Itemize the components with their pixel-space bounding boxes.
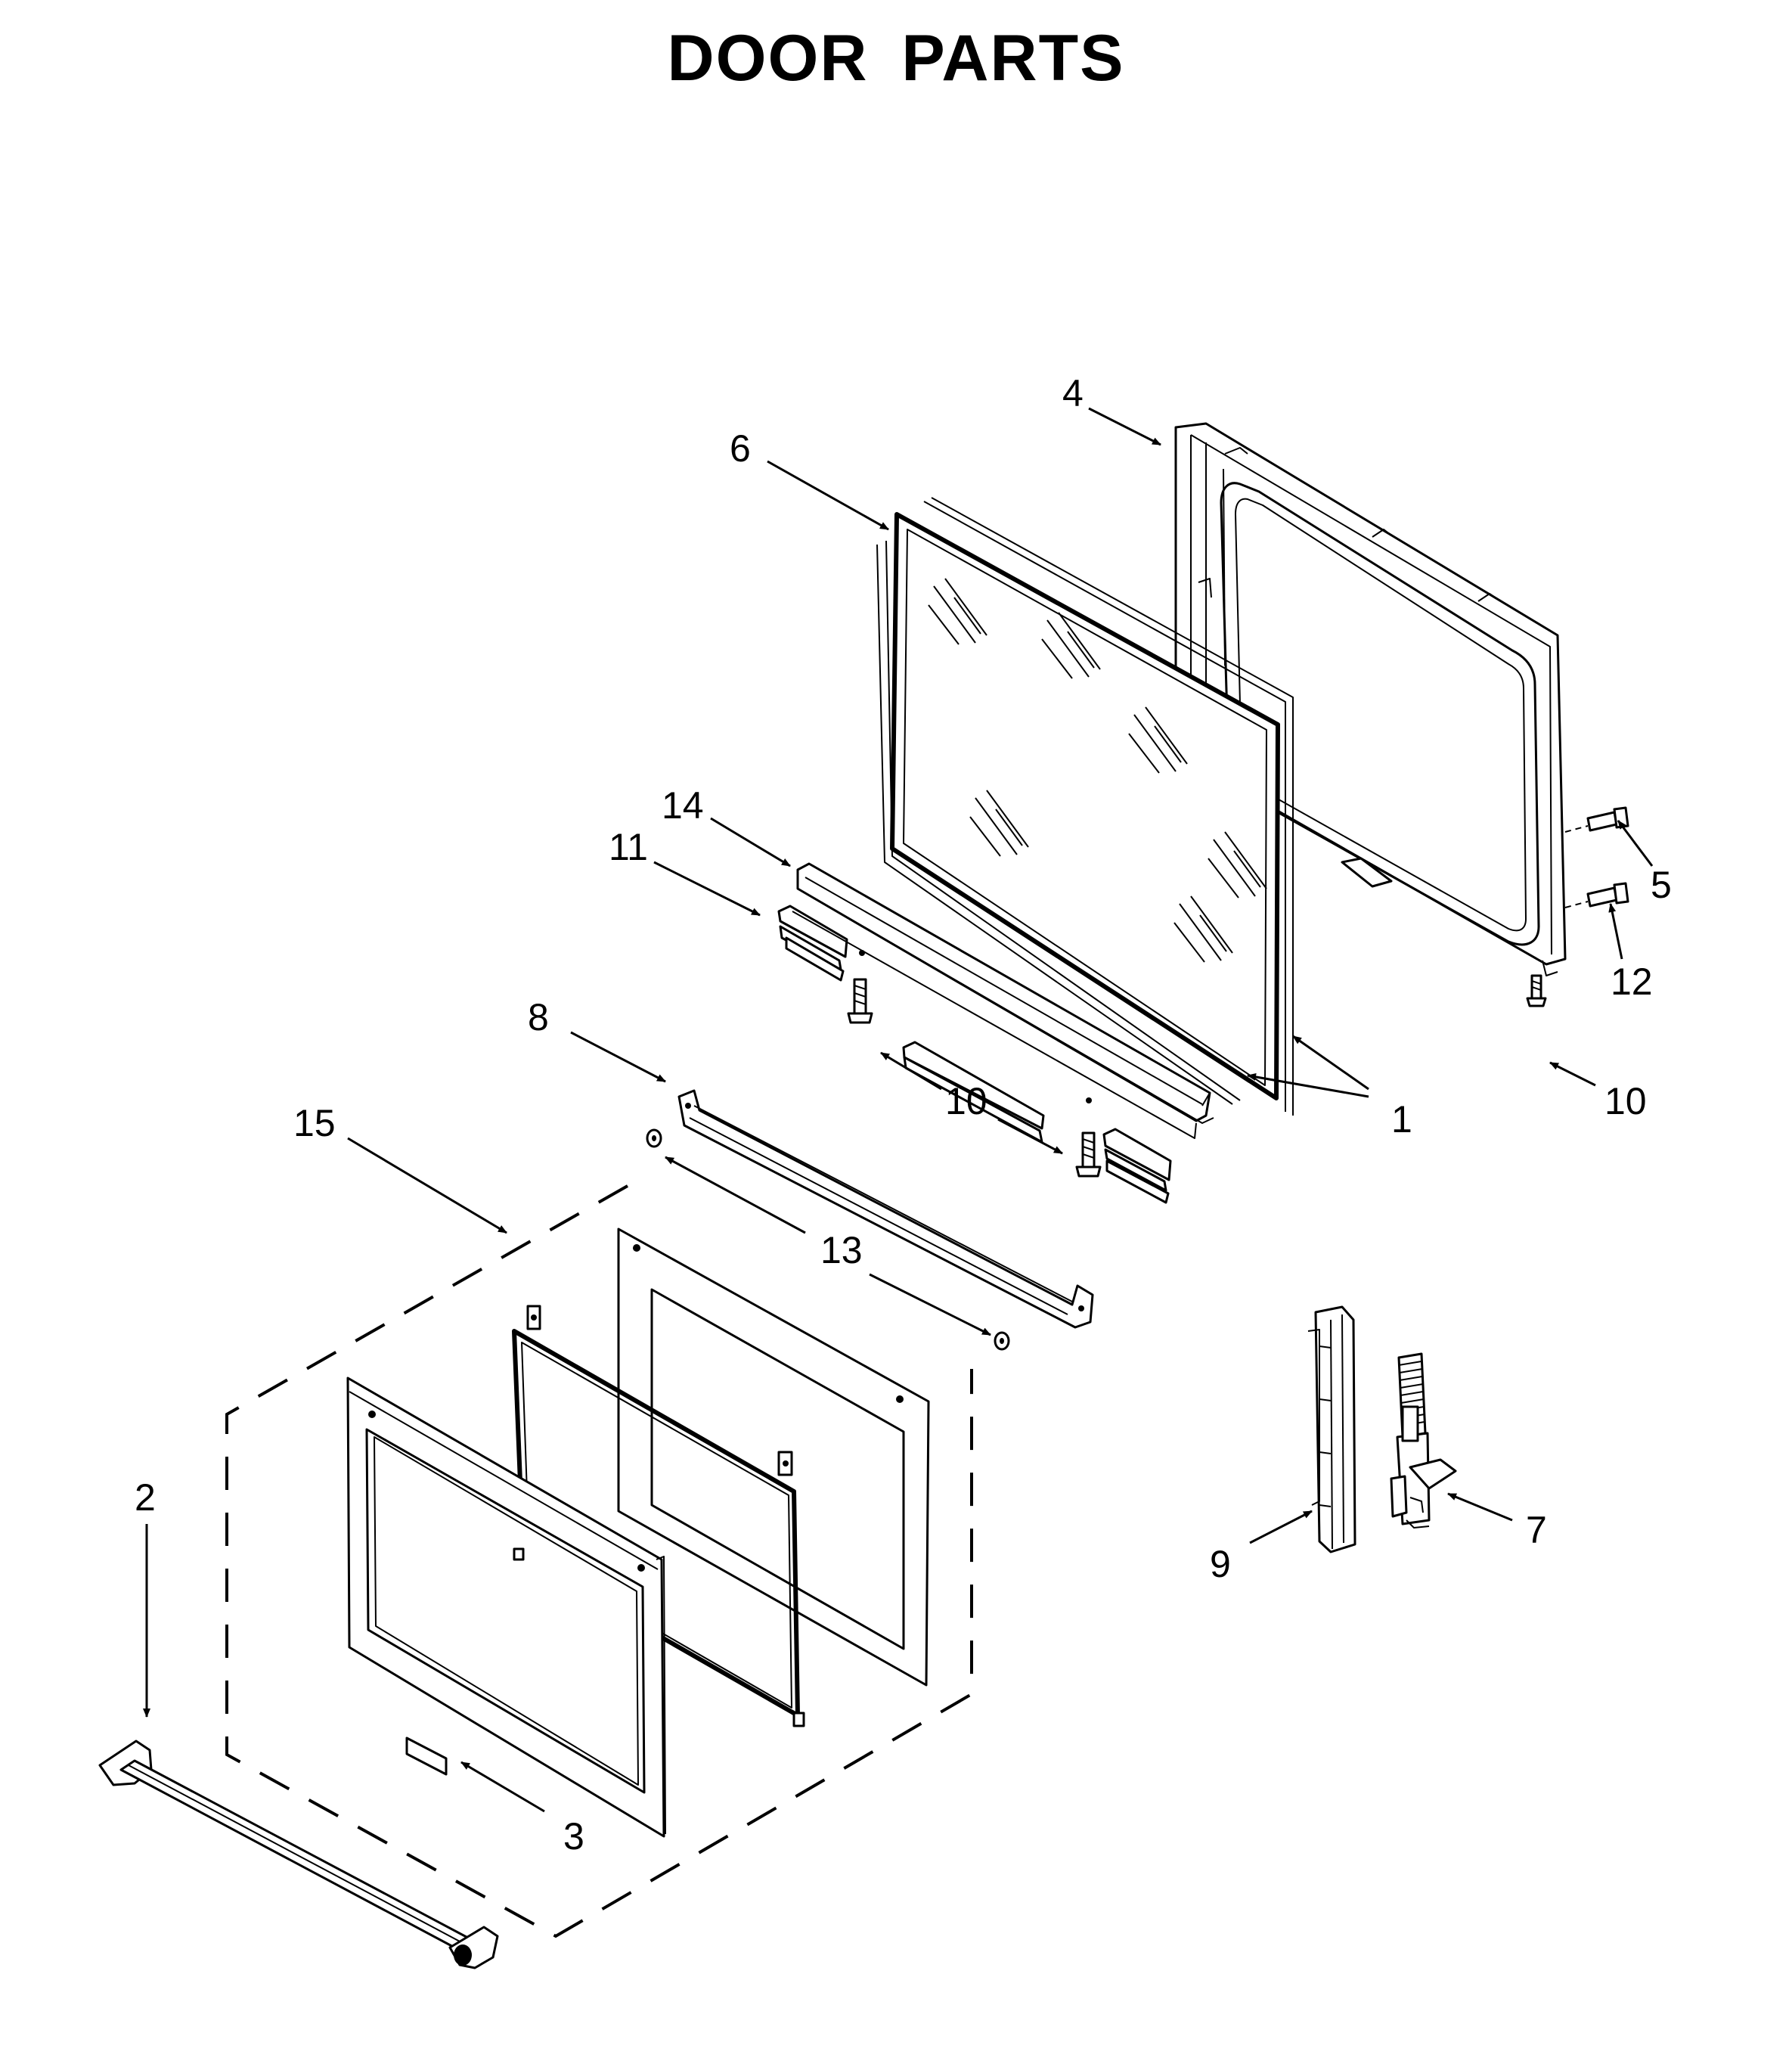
page-title: DOOR PARTS xyxy=(667,22,1125,95)
washers xyxy=(646,1128,1010,1351)
nameplate-badge xyxy=(405,1736,448,1776)
glass-reflection-marks xyxy=(928,578,1267,963)
callout-14: 15 xyxy=(293,1102,336,1144)
door-glass xyxy=(890,512,1280,1100)
hinge-receiver xyxy=(1307,1305,1356,1553)
door-handle xyxy=(98,1740,499,1969)
callout-9: 9 xyxy=(1210,1543,1231,1585)
callout-3: 3 xyxy=(563,1815,584,1858)
callout-7: 7 xyxy=(1526,1509,1547,1551)
screw-left xyxy=(847,978,873,1024)
callout-5: 5 xyxy=(1651,864,1672,906)
side-screws xyxy=(1564,806,1629,908)
callout-2: 2 xyxy=(135,1476,156,1519)
screw-middle xyxy=(1075,1131,1102,1178)
outer-door-front-panel xyxy=(346,1376,666,1838)
callout-15: 14 xyxy=(662,784,704,827)
callout-6: 6 xyxy=(730,427,751,470)
callout-12: 12 xyxy=(1611,961,1653,1003)
callout-8: 8 xyxy=(528,996,549,1038)
screws xyxy=(847,974,1547,1178)
callout-numbers: 4 6 14 11 5 12 10 1 10 8 13 15 2 3 9 7 1… xyxy=(135,372,1672,1858)
leader-lines xyxy=(143,407,1654,1813)
screw-right xyxy=(1526,974,1547,1007)
trim-channel xyxy=(796,862,1214,1124)
callout-11: 11 xyxy=(609,826,648,868)
callout-4: 4 xyxy=(1062,372,1084,414)
callout-13: 13 xyxy=(820,1229,863,1271)
door-gasket-strips xyxy=(876,497,1294,1116)
hinge-support-rail xyxy=(677,1089,1094,1329)
callout-10-middle: 10 xyxy=(945,1080,987,1122)
inner-door-frame xyxy=(1174,422,1567,976)
outer-door-back-panel xyxy=(617,1227,930,1687)
callout-10-right: 10 xyxy=(1604,1080,1647,1122)
door-hinge xyxy=(1390,1352,1457,1529)
callout-1: 1 xyxy=(1391,1098,1412,1141)
